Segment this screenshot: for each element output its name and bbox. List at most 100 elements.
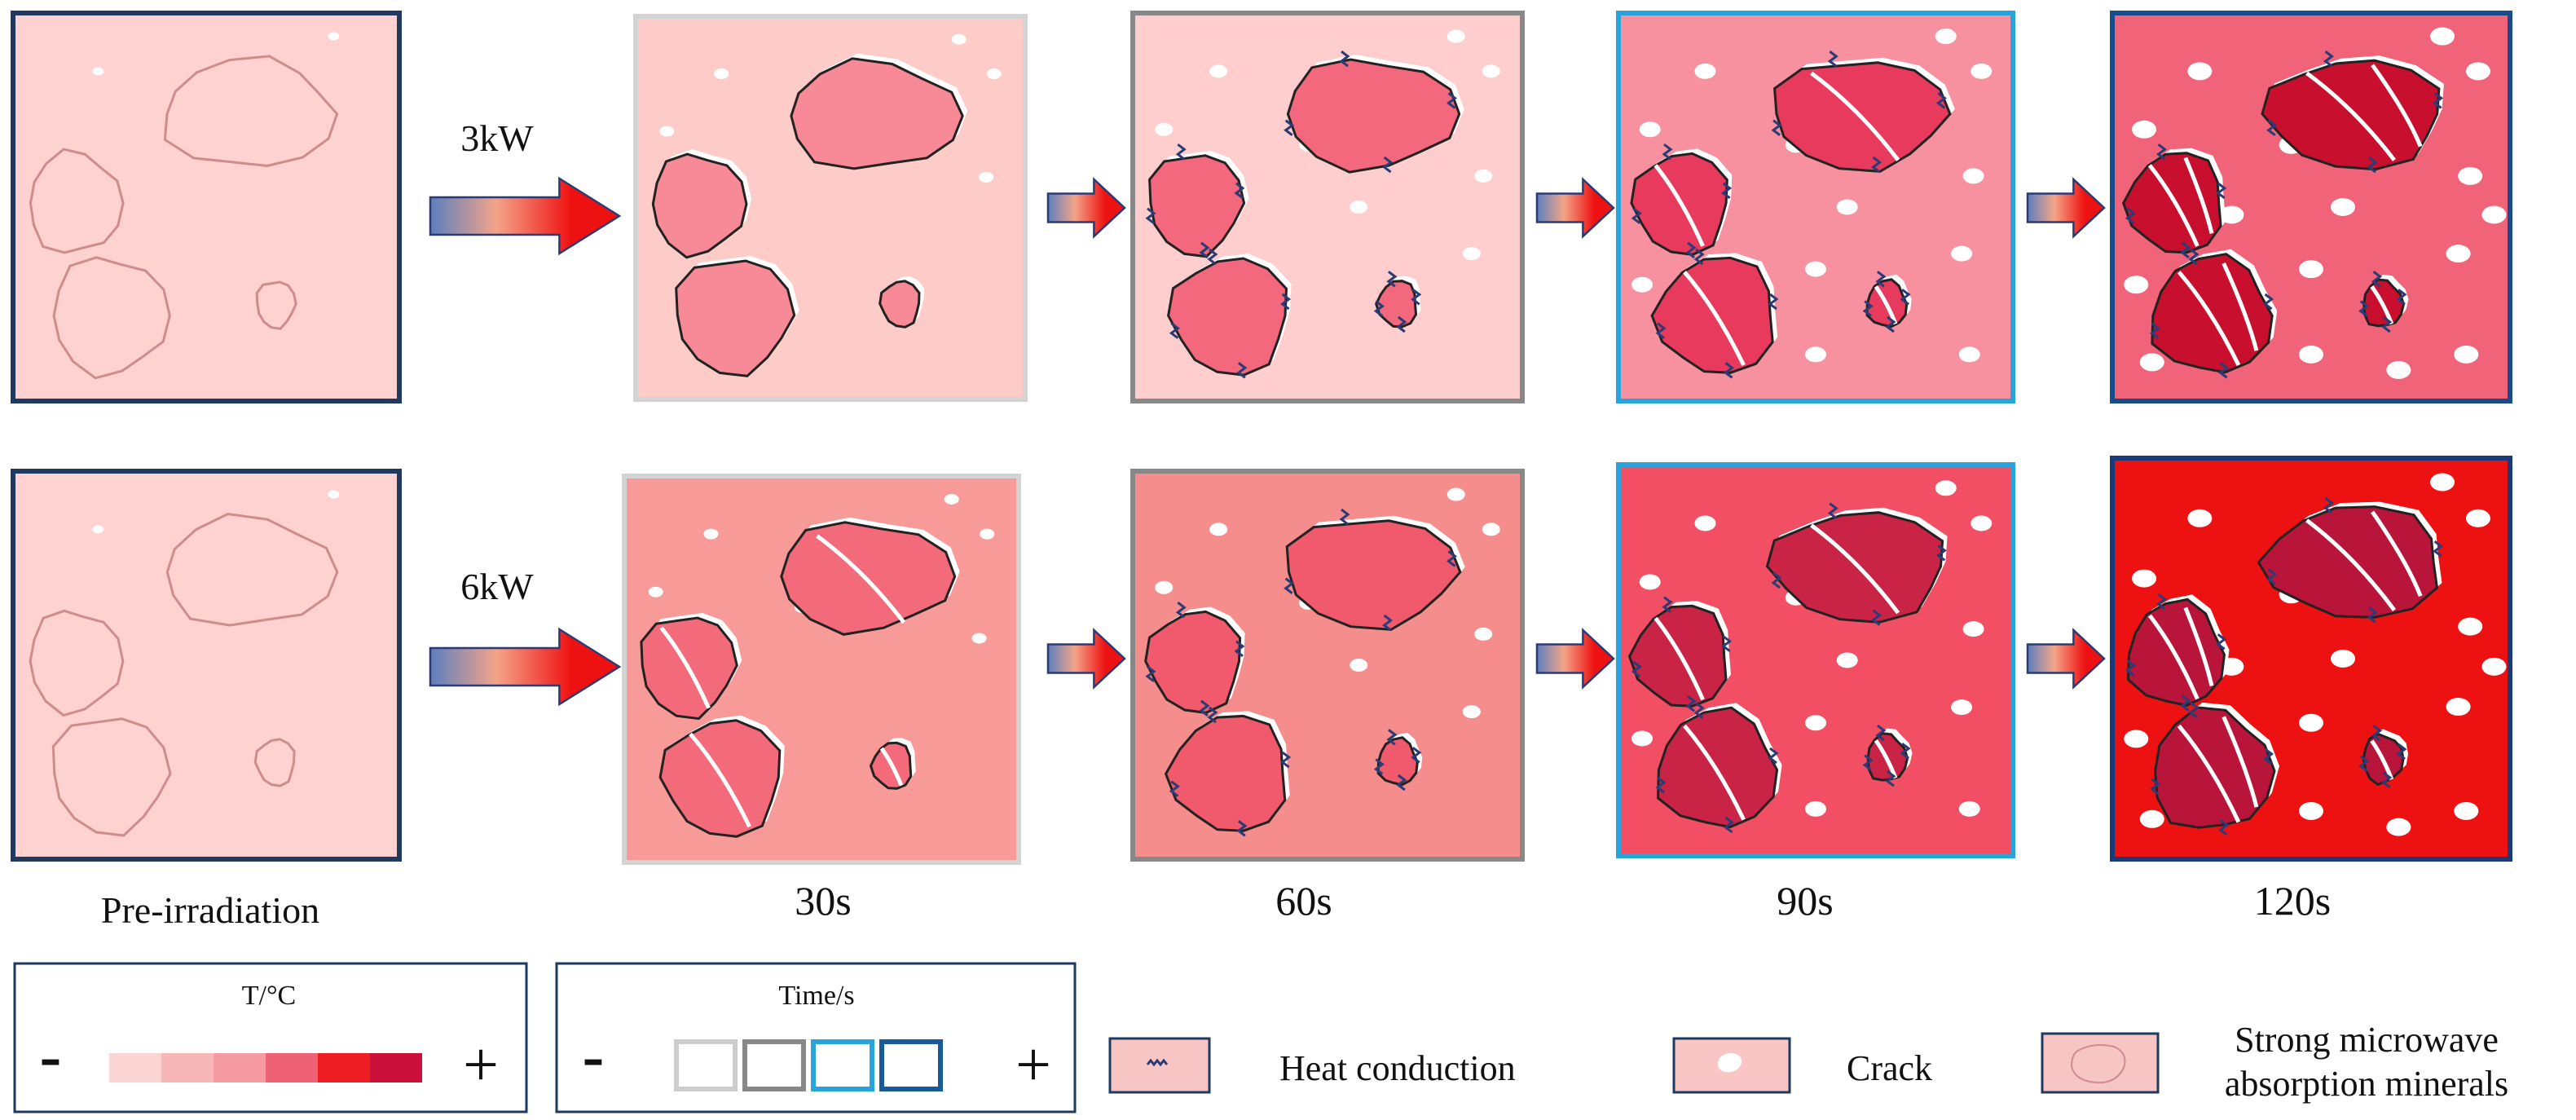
heat-conduction-mark [1373,300,1385,317]
temperature-legend: T/°C - + [13,962,528,1113]
heat-conduction-mark [1871,609,1882,626]
minerals-legend: Strong microwave absorption minerals [2041,1020,2508,1104]
crack-spot [2187,62,2213,81]
time-swatch-4 [879,1039,943,1091]
heat-conduction-mark [2218,362,2230,379]
crack-spot [1462,247,1481,261]
mineral-crack [2177,271,2241,367]
temperature-swatch-4 [266,1053,318,1083]
panel-r1-c3 [1130,11,1525,403]
crack-spot [2481,205,2507,224]
mineral [878,280,921,329]
crack-spot [1209,64,1228,78]
crack-spot [2132,569,2157,588]
mineral [2151,253,2274,374]
heat-conduction-mark [1662,143,1673,161]
heat-conduction-mark [1386,729,1398,746]
temperature-swatch-3 [214,1053,266,1083]
heat-conduction-mark [1339,508,1350,526]
heat-conduction-mark [2149,778,2160,796]
panel-r2-c2 [622,474,1021,865]
heat-conduction-mark [1935,92,1947,109]
mineral-crack [2371,510,2423,597]
heat-conduction-mark [1234,640,1245,658]
heat-conduction-mark [2180,241,2191,259]
heat-conduction-mark [2433,540,2444,558]
heat-conduction-mark [1724,816,1735,834]
mineral-crack [2183,157,2214,234]
crack-spot [2299,260,2323,279]
panel-r2-c4 [1616,462,2015,858]
crack-spot [2465,509,2490,527]
heat-conduction-mark [2180,694,2191,712]
crack-spot [1447,487,1465,501]
panel-r1-c4 [1616,11,2015,403]
heat-conduction-mark [1721,182,1733,200]
time-scale [674,1039,943,1091]
heat-conduction-mark [2367,606,2378,624]
heat-conduction-mark [1768,293,1779,311]
heat-conduction-mark [2216,633,2227,650]
process-arrow-2 [1046,177,1126,239]
minerals-label-line1: Strong microwave [2235,1020,2499,1060]
heat-conduction-mark [2266,119,2278,136]
crack-spot [328,490,340,499]
crack-spot [1482,64,1500,78]
crack-spot [2124,276,2149,294]
heat-conduction-mark [1236,820,1248,837]
mineral-outline [165,512,339,627]
process-arrow-8 [2026,628,2106,690]
heat-conduction-mark [1935,545,1947,562]
heat-conduction-mark [1199,241,1210,259]
crack-spot [2454,345,2479,364]
mineral-crack [816,534,906,624]
crack-spot [1462,705,1481,719]
time-label-30s: 30s [795,878,851,924]
crack-spot [1474,627,1493,641]
heat-conduction-mark [1145,665,1156,683]
mineral-outline [163,55,339,168]
mineral-crack [1874,285,1898,325]
heat-conduction-mark [2367,156,2378,174]
process-arrow-4 [2026,177,2106,239]
heat-conduction-mark [1685,241,1697,259]
heat-conduction-mark [1236,362,1248,379]
heat-conduction-mark [1862,300,1874,317]
crack-spot [92,525,104,534]
mineral [1286,58,1461,174]
crack-spot [1805,261,1826,277]
crack-spot [2465,62,2490,81]
crack-spot [1962,621,1984,637]
crack-spot [714,68,729,79]
mineral [1765,511,1944,624]
heat-conduction-mark [2263,747,2274,765]
time-swatch-3 [811,1039,874,1091]
heat-conduction-mark [1446,550,1457,567]
mineral [675,259,796,377]
crack-spot [1805,800,1826,817]
heat-conduction-mark [1827,502,1838,519]
mineral [658,719,782,838]
heat-conduction-legend: Heat conduction [1108,1037,1516,1094]
mineral [2257,505,2439,619]
crack-spot [1836,199,1858,215]
mineral [651,152,748,259]
mineral [1656,706,1779,829]
mineral-crack [659,626,711,709]
process-arrow-3 [1535,177,1615,239]
crack-spot [2139,353,2164,372]
crack-spot [2481,657,2507,676]
crack-icon [1718,1053,1742,1073]
mineral-crack [689,732,751,828]
time-plus: + [1015,1029,1051,1100]
temperature-scale [109,1053,422,1083]
crack-spot [1639,121,1661,138]
heat-conduction-mark [1885,770,1896,787]
crack-spot [2331,198,2356,216]
mineral-crack [1810,523,1900,615]
crack-spot [2139,809,2164,828]
heat-conduction-mark [2323,50,2334,68]
crack-spot [2446,698,2471,717]
heat-conduction-mark [1199,699,1210,717]
